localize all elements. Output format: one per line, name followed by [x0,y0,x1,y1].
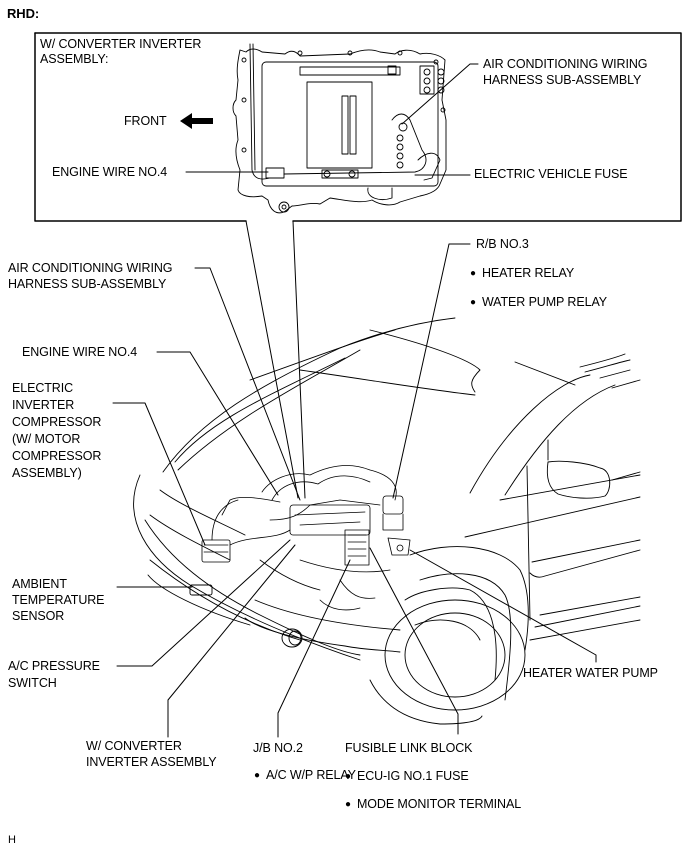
rb3-item: WATER PUMP RELAY [470,294,607,312]
ambient-label-line: SENSOR [12,609,65,623]
rb3-title: R/B NO.3 [476,237,529,251]
ambient-label-line: TEMPERATURE [12,593,105,607]
inset-leaders [185,63,479,176]
front-label: FRONT [124,114,167,128]
jb2-item: A/C W/P RELAY [254,767,356,785]
inset-ac-wiring-label-line2: HARNESS SUB-ASSEMBLY [483,73,642,87]
inset-ac-wiring-label-line1: AIR CONDITIONING WIRING [483,57,648,71]
compressor-label-line: COMPRESSOR [12,415,102,429]
fusible-item: ECU-IG NO.1 FUSE [345,768,469,786]
compressor-label-line: ELECTRIC [12,381,74,395]
compressor-label-line: ASSEMBLY) [12,466,82,480]
inset-title-line1: W/ CONVERTER INVERTER [40,37,202,51]
compressor-label-line: INVERTER [12,398,75,412]
ac-wiring-label-line1: AIR CONDITIONING WIRING [8,261,173,275]
compressor-label-line: (W/ MOTOR [12,432,81,446]
fusible-item: MODE MONITOR TERMINAL [345,796,521,814]
ambient-label-line: AMBIENT [12,577,67,591]
vehicle-body [133,317,641,725]
converter-label-line: INVERTER ASSEMBLY [86,755,217,769]
converter-inverter-drawing [232,43,447,214]
compressor-label-line: COMPRESSOR [12,449,102,463]
figure-code: H [8,834,16,846]
callout-leaders [112,243,597,738]
rb3-item: HEATER RELAY [470,265,574,283]
inset-to-vehicle-leaders [245,220,306,499]
fusible-title: FUSIBLE LINK BLOCK [345,741,473,755]
inset-frame [34,32,682,222]
inset-ev-fuse-label: ELECTRIC VEHICLE FUSE [474,167,628,181]
converter-label-line: W/ CONVERTER [86,739,182,753]
jb2-title: J/B NO.2 [253,741,303,755]
front-arrow-icon [180,113,213,129]
inset-title-line2: ASSEMBLY: [40,52,109,66]
engine-bay-components [201,465,411,611]
ac-wiring-label-line2: HARNESS SUB-ASSEMBLY [8,277,167,291]
engine-wire-label: ENGINE WIRE NO.4 [22,345,138,359]
pressure-label-line: A/C PRESSURE [8,659,100,673]
heater-pump-label: HEATER WATER PUMP [523,666,658,680]
region-label: RHD: [7,6,40,21]
pressure-label-line: SWITCH [8,676,57,690]
inset-engine-wire-label: ENGINE WIRE NO.4 [52,165,168,179]
